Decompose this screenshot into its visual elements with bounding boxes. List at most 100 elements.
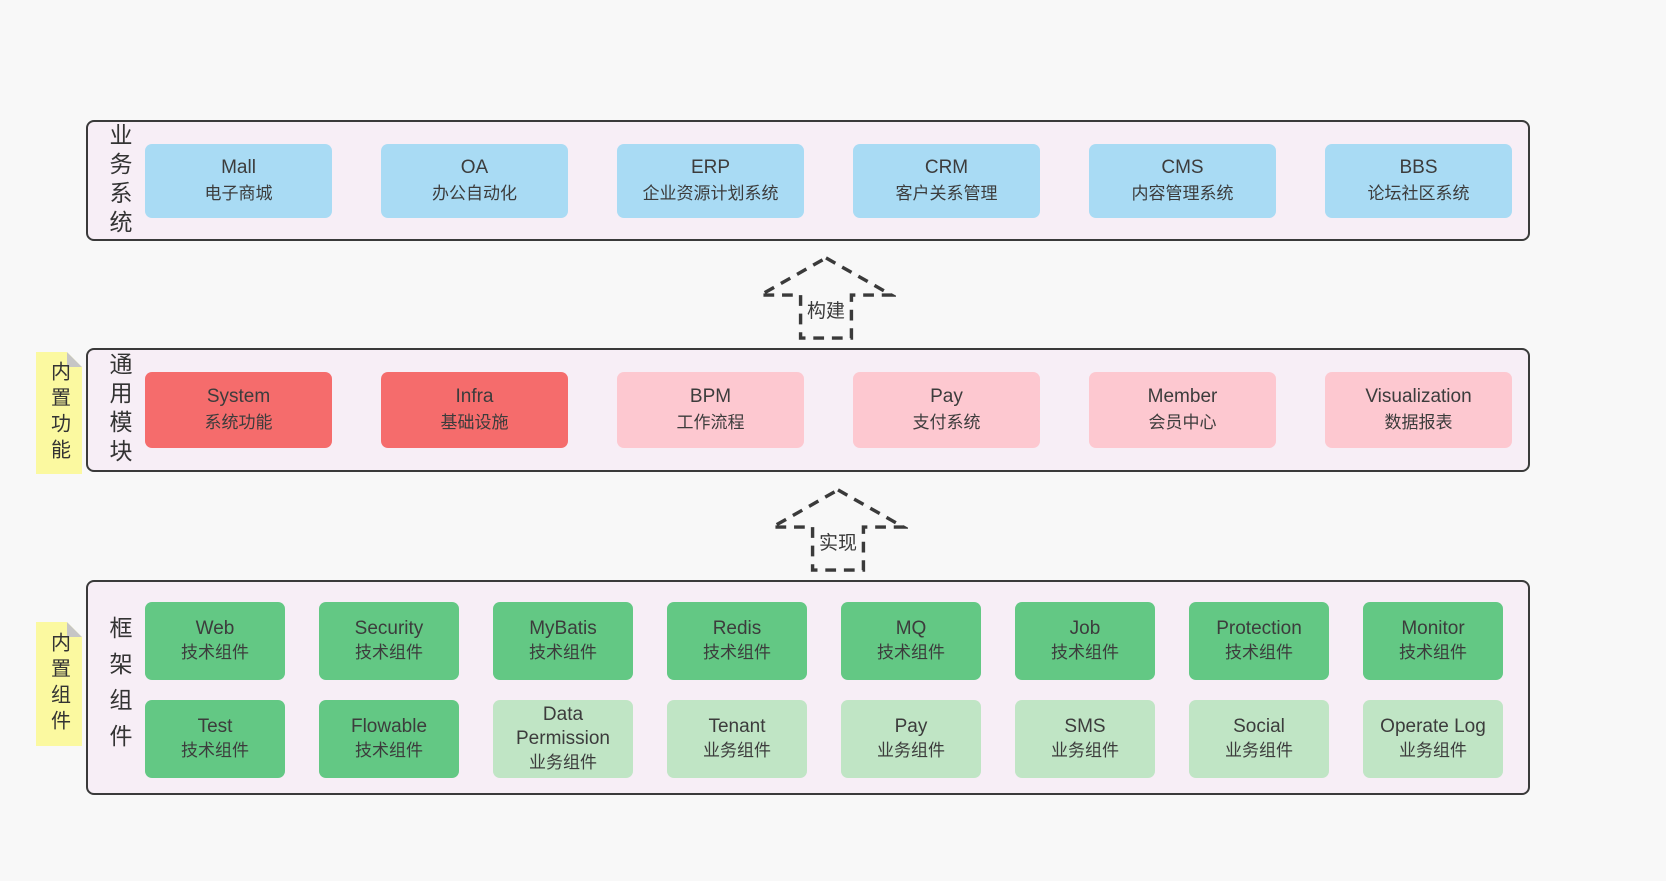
box-system: System 系统功能 [145,372,332,448]
box-social-desc: 业务组件 [1225,741,1293,760]
box-mall-desc: 电子商城 [204,183,273,203]
box-oa-name: OA [460,156,489,178]
box-oa-desc: 办公自动化 [432,183,517,203]
box-pay-component-desc: 业务组件 [877,741,945,760]
box-job-name: Job [1069,618,1101,639]
box-web: Web 技术组件 [145,602,285,680]
box-test: Test 技术组件 [145,700,285,778]
box-monitor-name: Monitor [1401,618,1465,639]
box-tenant: Tenant 业务组件 [667,700,807,778]
box-test-desc: 技术组件 [181,741,249,760]
box-pay-module-desc: 支付系统 [912,413,981,432]
box-flowable-desc: 技术组件 [355,741,423,760]
box-infra: Infra 基础设施 [381,372,568,448]
box-member-name: Member [1147,386,1218,407]
box-member-desc: 会员中心 [1148,413,1217,432]
business-boxes-row: Mall 电子商城 OA 办公自动化 ERP 企业资源计划系统 CRM 客户关系… [145,122,1512,239]
box-infra-name: Infra [455,386,494,407]
box-security-desc: 技术组件 [355,643,423,662]
box-pay-component: Pay 业务组件 [841,700,981,778]
box-tenant-desc: 业务组件 [703,741,771,760]
box-data-permission-desc: 业务组件 [529,753,597,772]
box-mybatis: MyBatis 技术组件 [493,602,633,680]
box-protection-name: Protection [1216,618,1302,639]
business-section-label: 业务系统 [106,122,132,239]
components-row-1: Web 技术组件 Security 技术组件 MyBatis 技术组件 Redi… [145,602,1503,680]
built-in-features-tab: 内置功能 [36,352,82,474]
business-systems-section: 业务系统 Mall 电子商城 OA 办公自动化 ERP 企业资源计划系统 CRM… [86,120,1530,241]
box-monitor: Monitor 技术组件 [1363,602,1503,680]
box-mall: Mall 电子商城 [145,143,332,218]
box-erp-desc: 企业资源计划系统 [642,183,779,203]
built-in-components-tab: 内置组件 [36,622,82,746]
modules-boxes-row: System 系统功能 Infra 基础设施 BPM 工作流程 Pay 支付系统… [145,350,1512,470]
built-in-components-tab-label: 内置组件 [47,632,70,736]
box-pay-module: Pay 支付系统 [853,372,1040,448]
box-bpm-name: BPM [689,386,732,407]
up-arrow-icon [768,487,908,572]
box-cms-name: CMS [1161,156,1204,178]
box-system-desc: 系统功能 [204,413,273,432]
box-mall-name: Mall [221,156,256,178]
box-monitor-desc: 技术组件 [1399,643,1467,662]
box-test-name: Test [197,716,233,737]
box-pay-module-name: Pay [930,386,963,407]
box-mybatis-name: MyBatis [529,618,597,639]
box-pay-component-name: Pay [894,716,928,737]
build-arrow: 构建 [756,254,896,342]
box-tenant-name: Tenant [708,716,766,737]
box-flowable: Flowable 技术组件 [319,700,459,778]
box-cms-desc: 内容管理系统 [1131,183,1234,203]
components-section-label: 框架组件 [106,615,132,760]
box-sms-name: SMS [1064,716,1106,737]
box-visualization: Visualization 数据报表 [1325,372,1512,448]
box-bbs-name: BBS [1399,156,1438,178]
box-erp-name: ERP [690,156,731,178]
box-protection-desc: 技术组件 [1225,643,1293,662]
box-mq-desc: 技术组件 [877,643,945,662]
box-crm-name: CRM [924,156,969,178]
common-modules-section: 通用模块 System 系统功能 Infra 基础设施 BPM 工作流程 Pay… [86,348,1530,472]
box-security: Security 技术组件 [319,602,459,680]
box-web-name: Web [195,618,235,639]
box-crm: CRM 客户关系管理 [853,143,1040,218]
built-in-features-tab-label: 内置功能 [47,361,70,465]
up-arrow-icon [756,255,896,340]
box-erp: ERP 企业资源计划系统 [617,143,804,218]
box-web-desc: 技术组件 [181,643,249,662]
box-crm-desc: 客户关系管理 [895,183,998,203]
box-cms: CMS 内容管理系统 [1089,143,1276,218]
box-mq-name: MQ [895,618,927,639]
box-visualization-name: Visualization [1365,386,1472,407]
box-redis-name: Redis [712,618,762,639]
box-mq: MQ 技术组件 [841,602,981,680]
implement-arrow: 实现 [768,486,908,574]
box-operate-log-desc: 业务组件 [1399,741,1467,760]
box-system-name: System [206,386,271,407]
components-row-2: Test 技术组件 Flowable 技术组件 Data Permission … [145,700,1503,778]
box-security-name: Security [354,618,424,639]
box-redis-desc: 技术组件 [703,643,771,662]
box-flowable-name: Flowable [350,716,428,737]
framework-components-section: 框架组件 Web 技术组件 Security 技术组件 MyBatis 技术组件… [86,580,1530,795]
box-operate-log: Operate Log 业务组件 [1363,700,1503,778]
box-social-name: Social [1233,716,1285,737]
box-bpm: BPM 工作流程 [617,372,804,448]
box-mybatis-desc: 技术组件 [529,643,597,662]
box-bbs-desc: 论坛社区系统 [1367,183,1470,203]
box-infra-desc: 基础设施 [440,413,509,432]
box-job: Job 技术组件 [1015,602,1155,680]
build-arrow-label: 构建 [803,296,849,323]
implement-arrow-label: 实现 [815,528,861,555]
box-bpm-desc: 工作流程 [676,413,745,432]
box-redis: Redis 技术组件 [667,602,807,680]
modules-section-label: 通用模块 [106,352,132,468]
box-member: Member 会员中心 [1089,372,1276,448]
box-social: Social 业务组件 [1189,700,1329,778]
box-oa: OA 办公自动化 [381,143,568,218]
components-grid: Web 技术组件 Security 技术组件 MyBatis 技术组件 Redi… [145,602,1503,778]
box-protection: Protection 技术组件 [1189,602,1329,680]
box-job-desc: 技术组件 [1051,643,1119,662]
box-sms: SMS 业务组件 [1015,700,1155,778]
box-operate-log-name: Operate Log [1380,716,1486,737]
